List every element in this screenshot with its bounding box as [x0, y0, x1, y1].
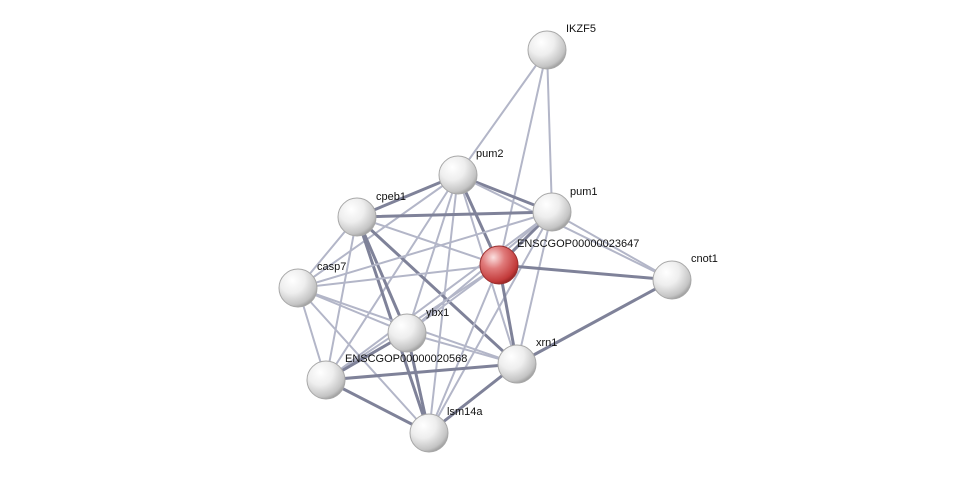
node-ybx1[interactable]: ybx1	[387, 307, 449, 353]
edge-ENSCGOP00000020568-xrn1	[324, 362, 519, 382]
node-label: lsm14a	[447, 406, 483, 418]
node-circle[interactable]	[652, 260, 692, 300]
edge-IKZF5-ENSCGOP00000023647	[498, 49, 548, 266]
node-label: ENSCGOP00000020568	[345, 353, 467, 365]
edge-cpeb1-ENSCGOP00000023647	[356, 216, 500, 266]
edge-pum1-ybx1	[406, 211, 553, 334]
node-cnot1[interactable]: cnot1	[652, 253, 718, 300]
node-xrn1[interactable]: xrn1	[497, 337, 557, 384]
node-pum1[interactable]: pum1	[532, 186, 598, 232]
edge-pum2-casp7	[297, 174, 459, 289]
edge-pum2-lsm14a	[428, 174, 459, 434]
node-label: xrn1	[536, 337, 557, 349]
edge-ENSCGOP00000023647-casp7	[297, 264, 500, 289]
node-circle[interactable]	[532, 192, 572, 232]
node-circle[interactable]	[337, 197, 377, 237]
node-pum2[interactable]: pum2	[438, 148, 504, 195]
node-lsm14a[interactable]: lsm14a	[409, 406, 483, 453]
node-label: casp7	[317, 261, 346, 273]
edge-cpeb1-xrn1	[355, 215, 519, 366]
node-ENSCGOP00000020568[interactable]: ENSCGOP00000020568	[306, 353, 467, 400]
node-label: IKZF5	[566, 23, 596, 35]
edge-ENSCGOP00000023647-cnot1	[497, 263, 674, 282]
node-circle[interactable]	[409, 413, 449, 453]
edge-cpeb1-pum1	[355, 210, 554, 219]
edge-pum1-lsm14a	[428, 211, 553, 434]
edge-IKZF5-pum1	[546, 49, 553, 213]
node-cpeb1[interactable]: cpeb1	[337, 191, 406, 237]
edge-casp7-lsm14a	[297, 287, 430, 434]
node-circle[interactable]	[497, 344, 537, 384]
node-circle[interactable]	[306, 360, 346, 400]
node-circle[interactable]	[278, 268, 318, 308]
node-label: cpeb1	[376, 191, 406, 203]
edge-cnot1-xrn1	[515, 278, 674, 366]
edge-cpeb1-ENSCGOP00000020568	[325, 216, 358, 381]
edge-pum2-cnot1	[457, 174, 673, 281]
edge-IKZF5-pum2	[457, 49, 548, 176]
node-label: ENSCGOP00000023647	[517, 238, 639, 250]
node-label: pum2	[476, 148, 504, 160]
node-circle[interactable]	[387, 313, 427, 353]
edge-pum1-xrn1	[516, 211, 553, 365]
node-circle[interactable]	[438, 155, 478, 195]
node-label: ybx1	[426, 307, 449, 319]
node-label: cnot1	[691, 253, 718, 265]
edge-pum1-cnot1	[551, 211, 673, 281]
node-ENSCGOP00000023647[interactable]: ENSCGOP00000023647	[479, 238, 639, 285]
node-circle[interactable]	[479, 245, 519, 285]
edge-pum1-ENSCGOP00000020568	[325, 211, 553, 381]
edge-casp7-ybx1	[297, 287, 408, 334]
edge-pum2-ybx1	[406, 174, 459, 334]
node-label: pum1	[570, 186, 598, 198]
node-IKZF5[interactable]: IKZF5	[527, 23, 596, 70]
node-casp7[interactable]: casp7	[278, 261, 346, 308]
edge-pum1-casp7	[297, 211, 553, 289]
edge-cpeb1-ybx1	[355, 215, 409, 335]
node-circle[interactable]	[527, 30, 567, 70]
